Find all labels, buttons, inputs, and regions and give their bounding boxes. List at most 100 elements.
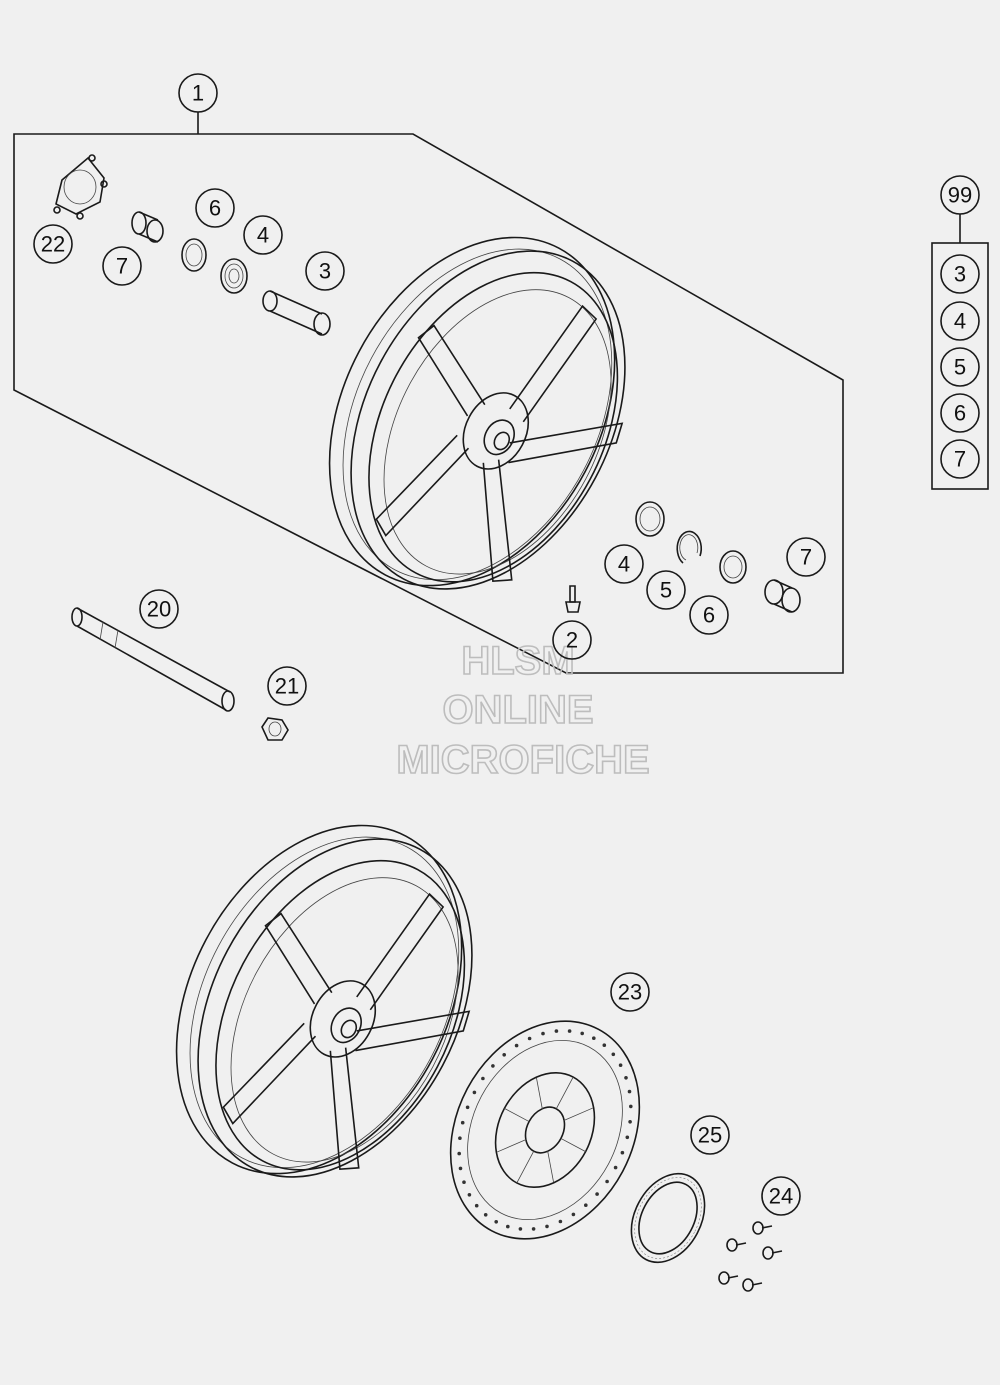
disc-hole	[483, 1213, 488, 1217]
callout-1[interactable]: 1	[178, 73, 218, 113]
watermark-line-2: ONLINE	[442, 688, 593, 732]
screw	[726, 1238, 747, 1252]
axle-nut-21	[261, 717, 289, 741]
spacer-bushing-7-left	[131, 211, 164, 243]
disc-hole	[592, 1036, 596, 1040]
svg-text:4: 4	[954, 309, 966, 334]
kit-item-5[interactable]: 5	[940, 347, 980, 387]
assembly-1-frame	[13, 133, 844, 674]
callout-4-left[interactable]: 4	[243, 215, 283, 255]
disc-hole	[467, 1193, 472, 1197]
disc-hole	[580, 1031, 584, 1036]
disc-hole	[620, 1150, 625, 1155]
svg-text:1: 1	[192, 81, 204, 106]
disc-hole	[474, 1203, 479, 1208]
bearing-4-left	[220, 258, 248, 294]
brake-disc-holes	[457, 1029, 633, 1231]
svg-text:3: 3	[954, 262, 966, 287]
tyre-valve-2	[565, 585, 581, 613]
kit-item-3[interactable]: 3	[940, 254, 980, 294]
disc-hole	[531, 1227, 536, 1231]
disc-hole	[602, 1043, 607, 1047]
kit-item-7[interactable]: 7	[940, 439, 980, 479]
svg-text:23: 23	[618, 980, 642, 1005]
disc-hole	[494, 1220, 499, 1224]
abs-sensor-ring-25	[630, 1172, 706, 1264]
svg-text:7: 7	[954, 447, 966, 472]
callout-25[interactable]: 25	[690, 1115, 730, 1155]
callout-22[interactable]: 22	[33, 224, 73, 264]
svg-text:24: 24	[769, 1184, 793, 1209]
callout-21[interactable]: 21	[267, 666, 307, 706]
screw	[742, 1278, 763, 1292]
circlip-5	[676, 530, 703, 564]
svg-text:4: 4	[257, 223, 269, 248]
svg-text:5: 5	[660, 578, 672, 603]
kit-99-list: 3 4 5 6 7	[940, 254, 980, 479]
callout-7-right[interactable]: 7	[786, 537, 826, 577]
disc-hole	[502, 1053, 507, 1057]
svg-text:25: 25	[698, 1123, 722, 1148]
callout-24[interactable]: 24	[761, 1176, 801, 1216]
svg-text:3: 3	[319, 259, 331, 284]
disc-hole	[625, 1135, 630, 1140]
disc-hole	[558, 1219, 563, 1224]
disc-hole	[518, 1227, 523, 1231]
disc-hole	[554, 1029, 559, 1033]
bearing-4-right	[635, 501, 665, 537]
callout-6-left[interactable]: 6	[195, 188, 235, 228]
disc-hole	[584, 1203, 588, 1207]
callout-3[interactable]: 3	[305, 251, 345, 291]
disc-hole	[491, 1064, 495, 1068]
callout-5[interactable]: 5	[646, 570, 686, 610]
svg-text:6: 6	[703, 603, 715, 628]
front-axle-20	[71, 607, 235, 712]
svg-text:7: 7	[800, 545, 812, 570]
svg-text:20: 20	[147, 597, 171, 622]
callout-6-right[interactable]: 6	[689, 595, 729, 635]
screw	[762, 1246, 783, 1260]
disc-hole	[624, 1076, 628, 1080]
front-wheel-rim-upper	[328, 236, 626, 590]
axle-sleeve-3	[262, 290, 331, 336]
callout-20[interactable]: 20	[139, 589, 179, 629]
disc-hole	[545, 1224, 549, 1229]
disc-hole	[481, 1076, 485, 1081]
disc-hole	[527, 1036, 532, 1041]
disc-hole	[472, 1090, 477, 1095]
disc-hole	[462, 1180, 466, 1184]
kit-item-4[interactable]: 4	[940, 301, 980, 341]
disc-hole	[628, 1120, 632, 1124]
disc-hole	[465, 1105, 470, 1110]
callout-23[interactable]: 23	[610, 972, 650, 1012]
callout-4-right[interactable]: 4	[604, 544, 644, 584]
callout-7-left[interactable]: 7	[102, 246, 142, 286]
watermark: HLSM ONLINE MICROFICHE	[396, 638, 651, 783]
svg-text:99: 99	[948, 183, 972, 208]
brake-disc-23	[449, 1020, 641, 1240]
front-wheel-rim-lower	[175, 824, 473, 1178]
callout-2[interactable]: 2	[552, 620, 592, 660]
svg-text:2: 2	[566, 628, 578, 653]
disc-hole	[618, 1063, 623, 1067]
kit-item-6[interactable]: 6	[940, 393, 980, 433]
callouts: 1 22 7 6 4 3 4 5 6 7 2 20 21 23 25 24 99	[33, 73, 980, 1216]
watermark-line-3: MICROFICHE	[396, 738, 649, 782]
disc-hole	[460, 1120, 465, 1125]
callout-99[interactable]: 99	[940, 175, 980, 215]
screw	[752, 1221, 773, 1235]
disc-hole	[458, 1136, 462, 1140]
disc-hole	[611, 1052, 616, 1057]
screws-24	[718, 1221, 783, 1292]
disc-hole	[458, 1166, 463, 1171]
svg-text:5: 5	[954, 355, 966, 380]
disc-hole	[629, 1104, 633, 1109]
svg-text:6: 6	[954, 401, 966, 426]
disc-hole	[595, 1192, 599, 1196]
watermark-line-1: HLSM	[461, 639, 574, 683]
disc-hole	[605, 1179, 609, 1184]
disc-hole	[613, 1165, 618, 1170]
disc-hole	[627, 1089, 632, 1094]
